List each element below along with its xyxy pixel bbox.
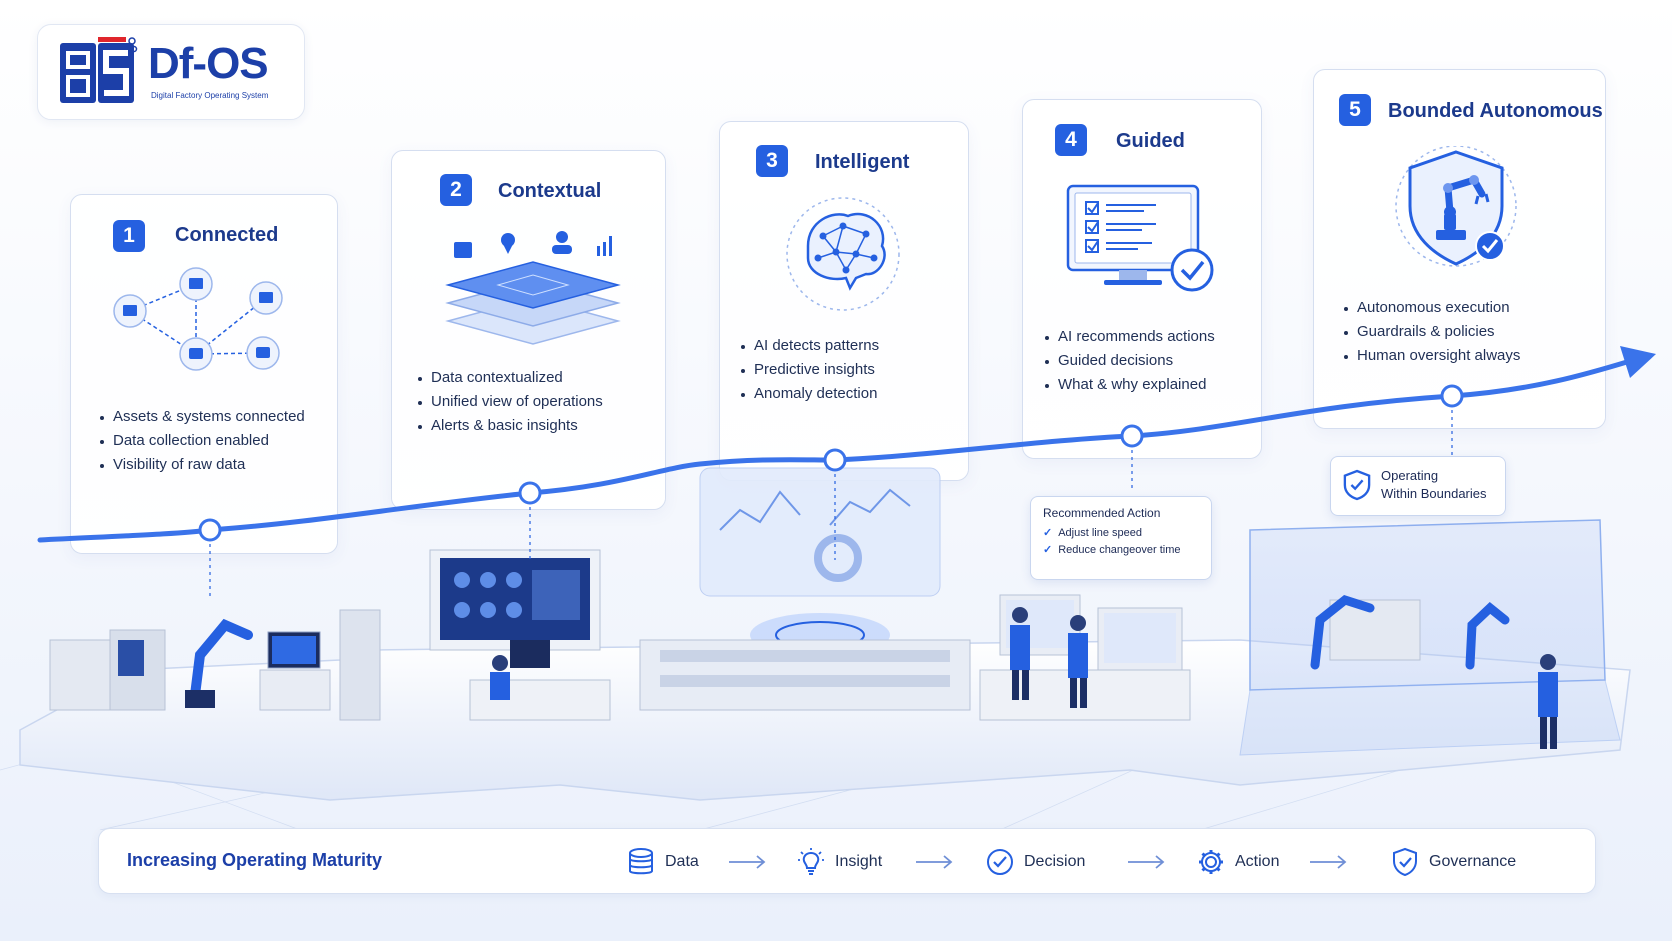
stage-number-badge: 5	[1339, 94, 1371, 126]
check-icon: ✓	[1043, 544, 1053, 556]
milestone-marker	[1120, 424, 1144, 448]
arrow-right-icon	[1310, 855, 1347, 869]
stage-title: Bounded Autonomous	[1388, 100, 1603, 122]
bullet-item: Autonomous execution	[1344, 296, 1520, 320]
flow-label: Decision	[1024, 853, 1086, 870]
flow-label: Action	[1235, 853, 1280, 870]
maturity-flow-bar: Increasing Operating Maturity Data Insig…	[98, 828, 1596, 894]
callout-item: ✓ Reduce changeover time	[1043, 543, 1199, 556]
stage-bullets-intelligent: AI detects patterns Predictive insights …	[741, 334, 879, 406]
arrow-right-icon	[916, 855, 953, 869]
shield-check-icon	[1393, 847, 1417, 877]
stage-bullets-connected: Assets & systems connected Data collecti…	[100, 405, 305, 477]
operating-boundaries-callout: Operating Within Boundaries	[1330, 456, 1506, 516]
bullet-item: Visibility of raw data	[100, 453, 305, 477]
milestone-marker	[198, 518, 222, 542]
bullet-item: Predictive insights	[741, 358, 879, 382]
stage-bullets-guided: AI recommends actions Guided decisions W…	[1045, 325, 1215, 397]
callout-line: Within Boundaries	[1381, 486, 1487, 501]
flow-label: Insight	[835, 853, 883, 870]
flow-step-data: Data	[626, 847, 699, 877]
check-circle-icon	[987, 849, 1013, 875]
lightbulb-icon	[798, 848, 824, 875]
gear-icon	[1199, 850, 1223, 874]
bullet-item: Assets & systems connected	[100, 405, 305, 429]
flow-step-decision: Decision	[985, 847, 1085, 877]
stacked-layers-icon	[445, 231, 621, 345]
bullet-item: Guardrails & policies	[1344, 320, 1520, 344]
check-icon: ✓	[1043, 527, 1053, 539]
stage-title: Connected	[175, 224, 279, 246]
stage-card-contextual	[391, 150, 666, 510]
bar-title: Increasing Operating Maturity	[127, 850, 383, 870]
factory-floor-scene	[0, 467, 1631, 830]
flow-step-action: Action	[1196, 847, 1279, 877]
stage-title: Guided	[1116, 130, 1185, 152]
arrow-right-icon	[1128, 855, 1165, 869]
logo-card: Df-OS Digital Factory Operating System	[37, 24, 305, 120]
stage-card-guided	[1022, 99, 1262, 459]
logo-title: Df-OS	[148, 39, 269, 88]
database-icon	[629, 848, 653, 875]
logo-subtitle: Digital Factory Operating System	[151, 91, 269, 100]
flow-label: Data	[665, 853, 699, 870]
bullet-item: Guided decisions	[1045, 349, 1215, 373]
callout-title: Recommended Action	[1043, 506, 1161, 520]
milestone-marker	[823, 448, 847, 472]
bullet-item: Anomaly detection	[741, 382, 879, 406]
stage-number-badge: 2	[440, 174, 472, 206]
bullet-item: What & why explained	[1045, 373, 1215, 397]
flow-label: Governance	[1429, 853, 1517, 870]
stage-bullets-bounded-autonomous: Autonomous execution Guardrails & polici…	[1344, 296, 1520, 368]
shield-check-icon	[1343, 469, 1371, 501]
checklist-monitor-icon	[1066, 184, 1214, 292]
network-nodes-icon	[113, 267, 283, 371]
flow-step-insight: Insight	[796, 847, 882, 877]
dfos-logo-icon	[60, 37, 138, 103]
callout-item: ✓ Adjust line speed	[1043, 526, 1199, 539]
stage-title: Intelligent	[815, 151, 910, 173]
callout-item-text: Reduce changeover time	[1058, 544, 1181, 556]
stage-number-badge: 4	[1055, 124, 1087, 156]
callout-line: Operating	[1381, 468, 1439, 483]
recommended-action-callout: Recommended Action ✓ Adjust line speed ✓ R…	[1030, 496, 1212, 580]
stage-number-badge: 1	[113, 220, 145, 252]
bullet-item: AI recommends actions	[1045, 325, 1215, 349]
stage-bullets-contextual: Data contextualized Unified view of oper…	[418, 366, 603, 438]
ai-brain-icon	[786, 197, 900, 311]
stage-title: Contextual	[498, 180, 602, 202]
bullet-item: Alerts & basic insights	[418, 414, 603, 438]
bullet-item: Unified view of operations	[418, 390, 603, 414]
shield-robot-icon	[1395, 146, 1517, 267]
bullet-item: AI detects patterns	[741, 334, 879, 358]
bullet-item: Data contextualized	[418, 366, 603, 390]
stage-number-badge: 3	[756, 145, 788, 177]
milestone-marker	[518, 481, 542, 505]
bullet-item: Data collection enabled	[100, 429, 305, 453]
milestone-marker	[1440, 384, 1464, 408]
bullet-item: Human oversight always	[1344, 344, 1520, 368]
callout-item-text: Adjust line speed	[1058, 527, 1142, 539]
arrow-right-icon	[729, 855, 766, 869]
flow-step-governance: Governance	[1390, 847, 1516, 877]
